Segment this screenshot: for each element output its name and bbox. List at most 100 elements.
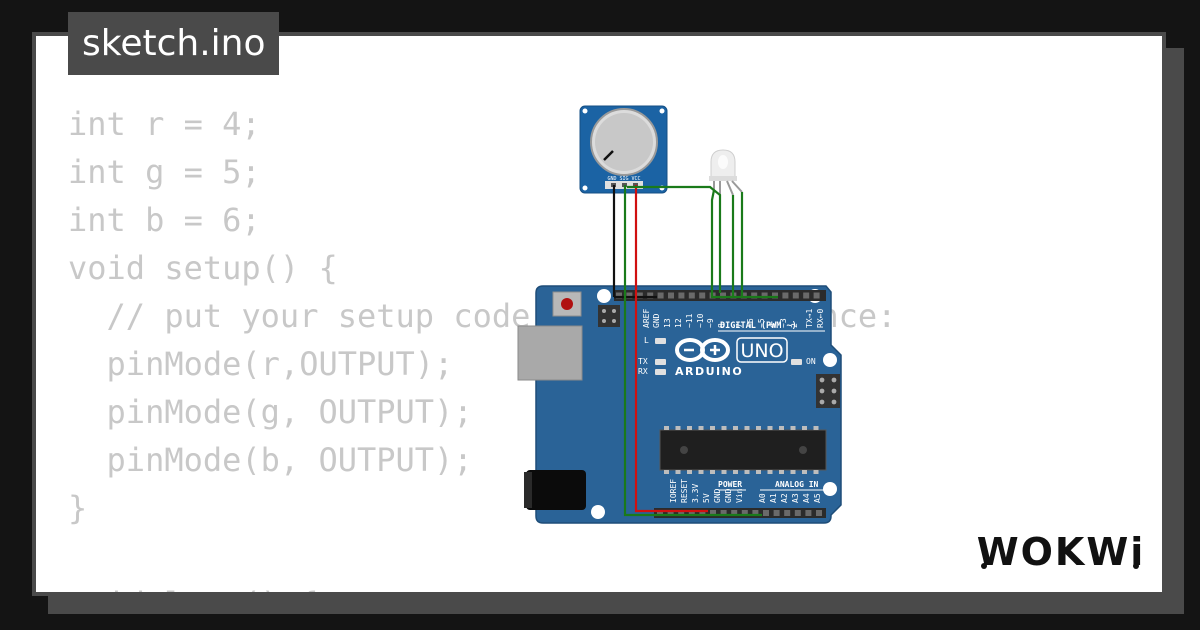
- status-leds: [655, 338, 802, 375]
- wire-vcc-5v[interactable]: [634, 185, 708, 513]
- code-line: int b = 6;: [68, 201, 261, 239]
- analog-pin-label: A5: [813, 493, 822, 503]
- power-pin-label: 5V: [702, 493, 711, 503]
- code-line: void loop() {: [68, 580, 896, 592]
- uno-badge: [736, 337, 788, 363]
- wire-led-common[interactable]: [627, 185, 722, 293]
- chip-pin: [687, 426, 692, 430]
- chip-pin: [675, 470, 681, 474]
- header-pin-hole: [668, 292, 674, 299]
- digital-pin-label: ~9: [706, 318, 715, 328]
- code-line: void setup() {: [68, 249, 338, 287]
- code-line: int g = 5;: [68, 153, 261, 191]
- digital-pin-label: ~3: [779, 318, 788, 328]
- header-pin-hole: [813, 292, 820, 299]
- usb-port: [517, 325, 583, 381]
- chip-pin: [733, 426, 738, 430]
- header-pin-hole: [688, 510, 695, 516]
- analog-pin-label: A0: [758, 493, 767, 503]
- digital-pin-label: TX→1: [805, 309, 814, 328]
- header-pin-hole: [751, 292, 758, 299]
- power-pin-label: GND: [713, 488, 722, 503]
- arduino-infinity-logo-icon: [675, 338, 730, 362]
- header-pin-hole: [782, 292, 789, 299]
- digital-pin-label: RX←0: [816, 309, 825, 328]
- digital-pin-label: ~11: [685, 313, 694, 328]
- wokwi-logo[interactable]: WOKWi: [975, 528, 1155, 578]
- digital-pin-label: 8: [717, 323, 726, 328]
- chip-pin: [733, 470, 738, 474]
- chip-pin: [721, 426, 727, 430]
- chip-pin: [813, 426, 819, 430]
- led-rx-label: RX: [638, 367, 648, 376]
- icsp-header-right: [816, 374, 840, 408]
- chip-pin: [790, 470, 796, 474]
- code-line: int r = 4;: [68, 105, 261, 143]
- digital-pin-label: 7: [735, 323, 744, 328]
- header-pin-hole: [784, 510, 791, 516]
- digital-header[interactable]: [614, 290, 826, 301]
- header-pin-hole: [647, 292, 654, 299]
- header-pin-hole: [678, 292, 685, 299]
- arduino-logo-text: ARDUINO: [675, 365, 743, 378]
- header-pin-hole: [772, 292, 778, 299]
- code-line: pinMode(b, OUTPUT);: [68, 441, 473, 479]
- chip-pin: [756, 470, 761, 474]
- rgb-led[interactable]: [709, 149, 743, 205]
- power-pin-label: IOREF: [669, 479, 678, 503]
- analog-pin-label: A2: [780, 493, 789, 503]
- digital-pin-label: 12: [674, 318, 683, 328]
- header-pin-hole: [761, 292, 768, 299]
- power-jack: [526, 470, 586, 510]
- header-pin-hole: [805, 510, 812, 516]
- code-line: pinMode(g, OUTPUT);: [68, 393, 473, 431]
- header-pin-hole: [803, 292, 810, 299]
- power-jack-rim: [524, 472, 532, 508]
- wokwi-dot-icon: [981, 563, 987, 569]
- mounting-hole: [597, 289, 611, 303]
- header-pin-hole: [752, 510, 759, 516]
- code-line: pinMode(r,OUTPUT);: [68, 345, 454, 383]
- mounting-hole: [823, 482, 837, 496]
- chip-pin: [790, 426, 796, 430]
- wokwi-dot-icon: [1133, 563, 1139, 569]
- power-label: POWER: [718, 480, 742, 489]
- digital-pin-label: ~5: [757, 318, 766, 328]
- pot-pin-labels: GND SIG VCC: [607, 176, 640, 182]
- header-pin-hole: [688, 292, 695, 299]
- potentiometer[interactable]: GND SIG VCC: [579, 105, 668, 194]
- header-pin-hole: [710, 510, 716, 516]
- icsp-header-left: [598, 305, 620, 327]
- power-pin-label: RESET: [680, 479, 689, 503]
- chip-pin: [664, 426, 669, 430]
- power-pin-label: 3.3V: [691, 484, 700, 503]
- chip-pin: [767, 426, 773, 430]
- header-pin-hole: [699, 292, 706, 299]
- chip-pin: [710, 426, 715, 430]
- header-pin-hole: [816, 510, 822, 516]
- wire-signal-a0[interactable]: [623, 185, 762, 517]
- header-pin-hole: [792, 292, 799, 299]
- analog-in-label: ANALOG IN: [775, 480, 819, 489]
- chip-pin: [744, 426, 750, 430]
- header-pin-hole: [657, 510, 663, 516]
- led-tx-label: TX: [638, 357, 648, 366]
- header-pin-hole: [667, 510, 674, 516]
- file-tab[interactable]: sketch.ino: [68, 12, 280, 75]
- header-pin-hole: [678, 510, 685, 516]
- power-analog-header[interactable]: [654, 508, 826, 518]
- digital-pin-label: ~10: [696, 313, 705, 328]
- digital-pin-label: 4: [768, 323, 777, 328]
- digital-label: DIGITAL (PWM ~): [720, 321, 797, 331]
- chip-pin: [802, 470, 807, 474]
- digital-pin-label: 13: [663, 318, 672, 328]
- knob-indicator: [603, 150, 614, 161]
- header-pin-hole: [731, 510, 738, 516]
- header-pin-hole: [741, 510, 748, 516]
- header-pin-hole: [740, 292, 747, 299]
- wire-led-red[interactable]: [710, 189, 778, 299]
- header-pin-hole: [616, 292, 622, 299]
- power-pin-label: GND: [724, 488, 733, 503]
